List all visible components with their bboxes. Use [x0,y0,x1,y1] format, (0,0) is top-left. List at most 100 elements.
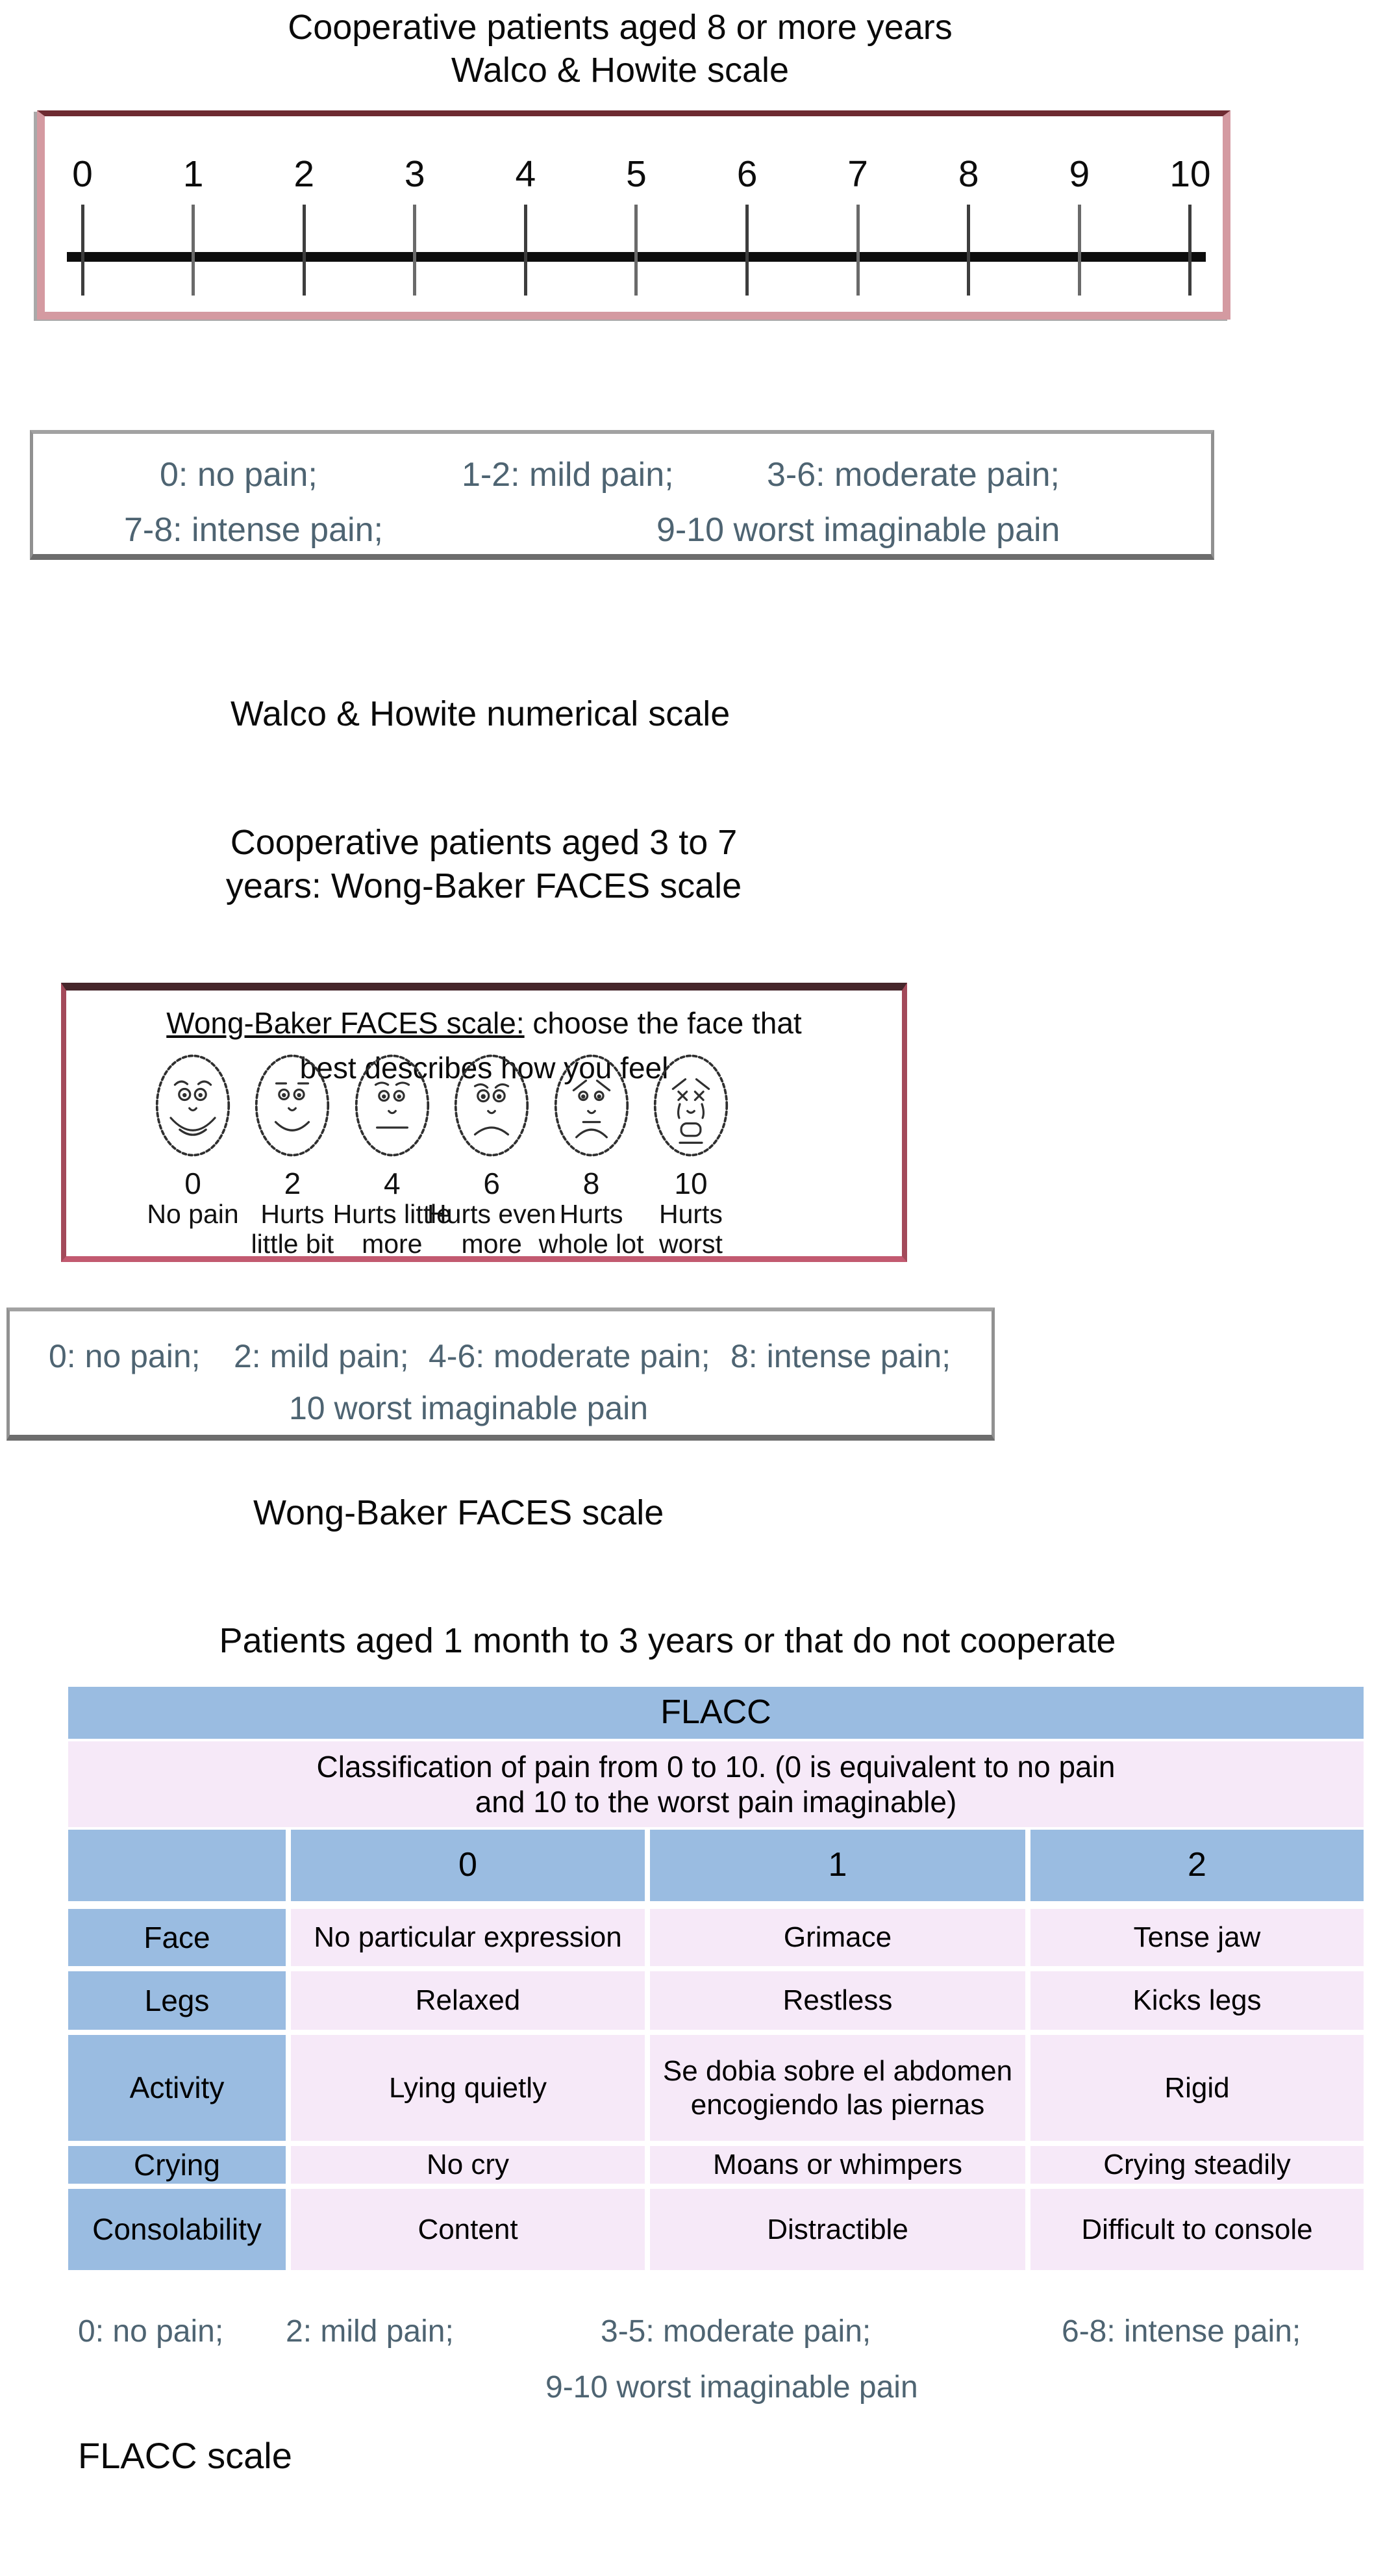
definition-intense-pain: 8: intense pain; [730,1338,951,1374]
table-row-activity: Activity Lying quietly Se dobia sobre el… [68,2035,1364,2141]
ruler-number: 6 [736,153,758,195]
flacc-corner-cell [68,1830,286,1901]
ruler-number: 5 [626,153,647,195]
face-label-line1: Hurts [658,1199,723,1229]
definition-no-pain: 0: no pain; [160,456,318,494]
face-number: 4 [383,1167,401,1200]
tick-mark [745,205,749,296]
face-number: 2 [284,1167,301,1200]
section2-title-line2: years: Wong-Baker FACES scale [225,866,742,905]
face-label-line2: worst [658,1229,723,1259]
tick-mark [81,205,84,296]
ruler-number: 0 [72,153,93,195]
tick-mark [967,205,971,296]
wong-baker-faces-box: Wong-Baker FACES scale: choose the face … [61,983,907,1262]
row-label: Legs [68,1971,286,2030]
faces-scale-definitions-box: 0: no pain; 2: mild pain; 4-6: moderate … [6,1307,995,1441]
wong-baker-heading-line1: Wong-Baker FACES scale: choose the face … [66,1001,902,1046]
row-cell: Relaxed [291,1971,645,2030]
face-label-line2: more [362,1229,423,1259]
section1-title-line2: Walco & Howite scale [451,50,790,90]
tick-mark [302,205,306,296]
tick-mark [1077,205,1081,296]
flacc-column-0: 0 [291,1830,645,1901]
definition-mild-pain: 2: mild pain; [234,1338,409,1374]
flacc-definition-no-pain: 0: no pain; [78,2314,224,2349]
ruler-number: 10 [1169,153,1211,195]
row-label: Activity [68,2035,286,2141]
face-item-5: 10 Hurts worst [645,1050,736,1261]
flacc-header-cell: FLACC [68,1687,1364,1739]
section1-title-line1: Cooperative patients aged 8 or more year… [288,8,953,47]
face-label-line1: Hurts [559,1199,623,1229]
flacc-table: FLACC Classification of pain from 0 to 1… [68,1687,1364,2270]
faces-row: 0 No pain 2 Hurts little bit [147,1050,736,1261]
face-item-1: 2 Hurts little bit [247,1050,338,1261]
ruler-number: 2 [293,153,315,195]
face-number: 6 [483,1167,500,1200]
row-cell: Grimace [650,1909,1025,1966]
ruler-tick-8: 8 [949,153,988,296]
face-label-line1: Hurts [260,1199,325,1229]
smiling-face-icon [255,1054,330,1157]
row-cell: Content [291,2189,645,2270]
flacc-column-1: 1 [650,1830,1025,1901]
table-row-consolability: Consolability Content Distractible Diffi… [68,2189,1364,2270]
ruler-number: 9 [1069,153,1090,195]
ruler-number: 3 [404,153,425,195]
numerical-scale-definitions-box: 0: no pain; 1-2: mild pain; 3-6: moderat… [30,430,1214,560]
row-cell: Crying steadily [1030,2146,1364,2184]
flacc-definition-intense-pain: 6-8: intense pain; [1062,2314,1301,2349]
ruler-number: 4 [515,153,536,195]
face-label-line2: whole lot [538,1229,644,1259]
definition-worst-pain: 10 worst imaginable pain [289,1390,649,1426]
wong-baker-heading-rest: choose the face that [524,1006,802,1040]
row-cell: Tense jaw [1030,1909,1364,1966]
numerical-ruler-box: 0 1 2 3 4 5 6 7 8 9 10 [37,110,1230,320]
section2-title: Cooperative patients aged 3 to 7 years: … [0,821,967,908]
definition-intense-pain: 7-8: intense pain; [124,511,383,549]
flacc-subtitle-row: Classification of pain from 0 to 10. (0 … [68,1741,1364,1827]
face-number: 8 [582,1167,600,1200]
flacc-column-header-row: 0 1 2 [68,1830,1364,1901]
face-label-line1: Hurts even [427,1199,556,1229]
ruler-tick-3: 3 [395,153,434,296]
flacc-subtitle-line2: and 10 to the worst pain imaginable) [475,1785,957,1819]
flacc-column-2: 2 [1030,1830,1364,1901]
face-number: 10 [674,1167,708,1200]
tick-mark [192,205,195,296]
ruler-tick-1: 1 [174,153,213,296]
definition-mild-pain: 1-2: mild pain; [462,456,674,494]
face-number: 0 [184,1167,201,1200]
face-item-0: 0 No pain [147,1050,239,1261]
flacc-caption: FLACC scale [78,2435,292,2476]
row-cell: Lying quietly [291,2035,645,2141]
ruler-tick-2: 2 [284,153,323,296]
definition-worst-pain: 9-10 worst imaginable pain [656,511,1060,549]
ruler-scale: 0 1 2 3 4 5 6 7 8 9 10 [63,153,1211,296]
happy-face-icon [155,1054,231,1157]
table-row-face: Face No particular expression Grimace Te… [68,1909,1364,1966]
section3-title: Patients aged 1 month to 3 years or that… [219,1621,1116,1660]
row-cell: Moans or whimpers [650,2146,1025,2184]
ruler-number: 7 [847,153,868,195]
definition-moderate-pain: 3-6: moderate pain; [767,456,1060,494]
face-item-2: 4 Hurts little more [333,1050,451,1261]
row-label: Consolability [68,2189,286,2270]
face-label-line2: little bit [251,1229,334,1259]
definition-moderate-pain: 4-6: moderate pain; [429,1338,710,1374]
sad-face-icon [554,1054,629,1157]
flacc-definition-worst-pain: 9-10 worst imaginable pain [545,2370,918,2405]
row-cell: Restless [650,1971,1025,2030]
ruler-tick-0: 0 [63,153,102,296]
ruler-tick-7: 7 [838,153,877,296]
row-cell: Se dobia sobre el abdomen encogiendo las… [650,2035,1025,2141]
face-label-line1: Hurts little [332,1199,451,1229]
neutral-face-icon [355,1054,429,1157]
row-cell: No cry [291,2146,645,2184]
crying-face-icon [653,1054,729,1157]
row-cell: Distractible [650,2189,1025,2270]
row-label: Face [68,1909,286,1966]
table-row-crying: Crying No cry Moans or whimpers Crying s… [68,2146,1364,2184]
tick-mark [1188,205,1192,296]
